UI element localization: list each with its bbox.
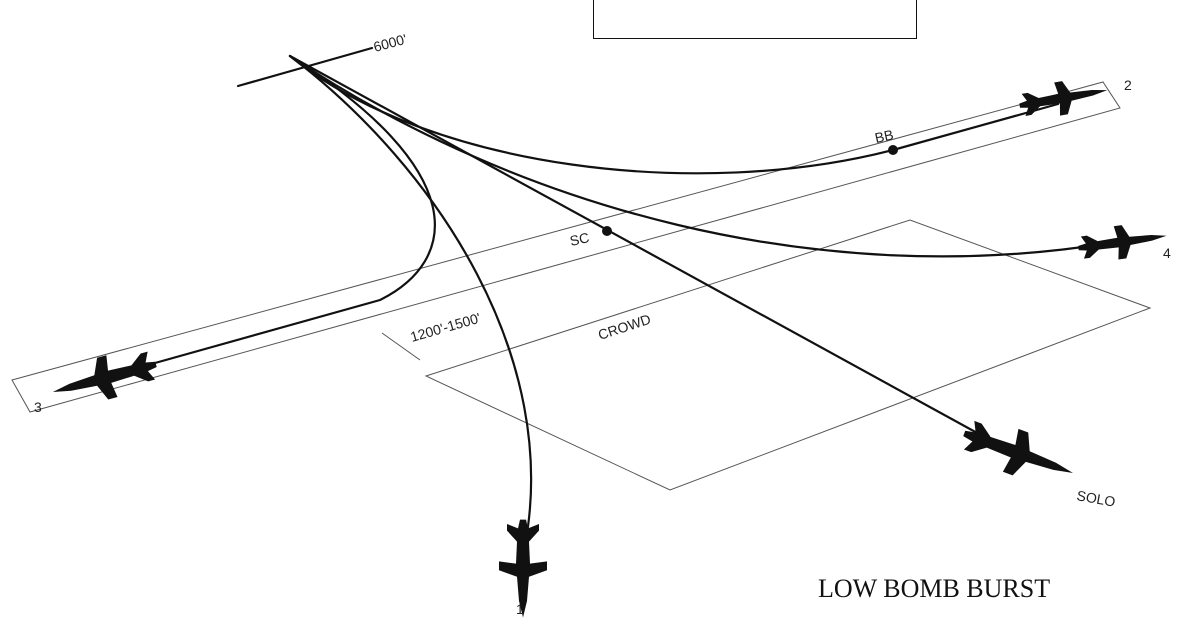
jet-4-label: 4 xyxy=(1163,245,1171,261)
distance-label: 1200'-1500' xyxy=(408,310,482,345)
jet-1-label: 1 xyxy=(516,601,524,617)
path-jet-1 xyxy=(288,54,533,547)
path-jet-solo xyxy=(288,54,992,442)
diagram-title: LOW BOMB BURST xyxy=(818,574,1051,603)
path-jet-2 xyxy=(288,54,1060,175)
jet-2-label: 2 xyxy=(1124,77,1132,93)
show-center-label: SC xyxy=(568,229,590,249)
bomb-burst-point xyxy=(888,145,898,155)
runway-outline xyxy=(11,81,1121,413)
show-center-point xyxy=(602,226,612,236)
distance-ground-line xyxy=(381,332,421,361)
jet-3-label: 3 xyxy=(34,399,42,415)
jet-solo-label: SOLO xyxy=(1075,487,1116,510)
crowd-area xyxy=(424,219,1152,491)
crowd-label: CROWD xyxy=(596,311,653,343)
jet-solo-icon xyxy=(956,412,1081,495)
jet-4-icon xyxy=(1076,219,1169,265)
header-box xyxy=(593,0,917,39)
path-jet-4 xyxy=(288,54,1112,258)
bomb-burst-label: BB xyxy=(873,126,895,146)
altitude-label: 6000' xyxy=(372,31,409,55)
path-jet-3 xyxy=(128,54,436,372)
